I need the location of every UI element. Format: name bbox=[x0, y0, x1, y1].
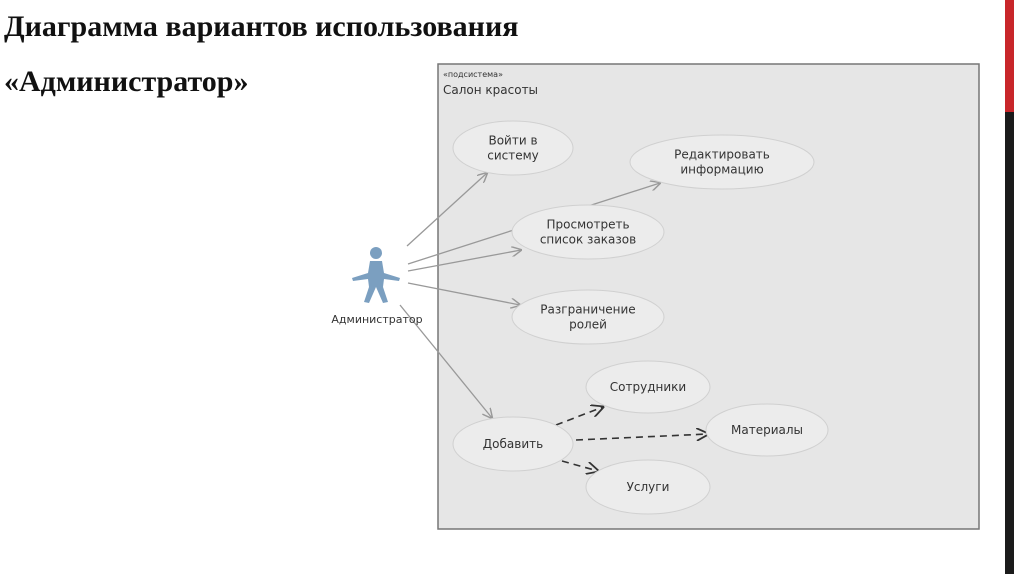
use-case-label: Редактировать bbox=[674, 148, 770, 162]
association-line-actor-login bbox=[406, 173, 487, 247]
use-case-label: информацию bbox=[680, 163, 763, 177]
use-case-label: Добавить bbox=[483, 437, 543, 451]
use-case-ellipse bbox=[585, 459, 711, 515]
use-case-materials[interactable]: Материалы bbox=[705, 403, 829, 457]
slide-accent-bar-red bbox=[1005, 0, 1014, 112]
use-case-ellipse bbox=[452, 416, 574, 472]
dependency-arrow-add-staff bbox=[555, 407, 603, 426]
actor-figure[interactable] bbox=[352, 247, 400, 303]
use-case-staff[interactable]: Сотрудники bbox=[585, 360, 711, 414]
use-case-label: Услуги bbox=[627, 480, 670, 494]
use-case-label: Сотрудники bbox=[610, 380, 686, 394]
subsystem-stereotype: «подсистема» bbox=[443, 70, 503, 79]
use-case-label: систему bbox=[487, 149, 539, 163]
actor-label: Администратор bbox=[331, 313, 422, 326]
use-case-label: Материалы bbox=[731, 423, 803, 437]
association-line-actor-orders bbox=[407, 250, 521, 272]
stick-figure-icon bbox=[352, 247, 400, 303]
subsystem-name: Салон красоты bbox=[443, 83, 538, 97]
slide-accent-bar-dark bbox=[1005, 112, 1014, 574]
association-line-actor-add bbox=[399, 304, 492, 418]
use-case-label: Войти в bbox=[488, 134, 537, 148]
dependency-arrow-add-materials bbox=[575, 434, 708, 440]
association-line-actor-access bbox=[407, 282, 520, 305]
dependency-arrow-add-services bbox=[561, 460, 598, 471]
use-case-add[interactable]: Добавить bbox=[452, 416, 574, 472]
page-title-line-2: «Администратор» bbox=[4, 65, 249, 98]
use-case-ellipse bbox=[629, 134, 815, 190]
use-case-ellipse bbox=[452, 120, 574, 176]
use-case-ellipse bbox=[705, 403, 829, 457]
use-case-ellipse bbox=[511, 204, 665, 260]
use-case-label: Разграничение bbox=[540, 303, 635, 317]
page-title-line-1: Диаграмма вариантов использования bbox=[4, 10, 519, 43]
use-case-label: список заказов bbox=[540, 233, 636, 247]
use-case-label: ролей bbox=[569, 318, 607, 332]
use-case-services[interactable]: Услуги bbox=[585, 459, 711, 515]
use-case-ellipse bbox=[585, 360, 711, 414]
use-case-ellipse bbox=[511, 289, 665, 345]
use-case-label: Просмотреть bbox=[546, 218, 629, 232]
